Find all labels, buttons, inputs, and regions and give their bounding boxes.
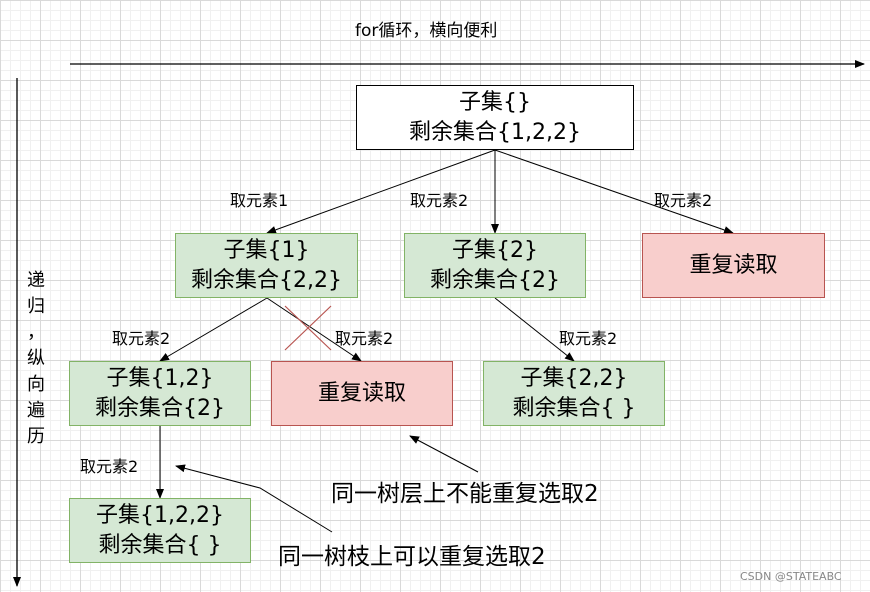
edge-label-root-n2: 取元素2 xyxy=(410,191,469,210)
note-arrow-same-level xyxy=(409,435,479,473)
vertical-axis-label-char: 纵 xyxy=(27,348,45,369)
node-subset-text: 子集{2,2} xyxy=(520,365,628,391)
node-subset-text: 子集{1,2,2} xyxy=(96,502,224,528)
edge-n1-n12 xyxy=(159,297,268,362)
edge-label-n1-dup: 取元素2 xyxy=(335,329,394,348)
horizontal-axis-label: for循环，横向便利 xyxy=(355,21,498,41)
edge-root-n1 xyxy=(266,149,496,234)
node-remaining-text: 剩余集合{2,2} xyxy=(191,267,342,293)
edge-root-dup xyxy=(494,149,734,234)
node-duplicate-read-top: 重复读取 xyxy=(642,233,825,298)
node-subset-1: 子集{1} 剩余集合{2,2} xyxy=(175,233,358,298)
node-subset-1-2: 子集{1,2} 剩余集合{2} xyxy=(69,361,251,426)
note-arrow-same-branch xyxy=(175,464,333,533)
node-remaining-text: 剩余集合{ } xyxy=(98,532,222,558)
node-subset-2: 子集{2} 剩余集合{2} xyxy=(404,233,586,298)
edge-n1-dup xyxy=(266,297,362,362)
edge-label-root-dup: 取元素2 xyxy=(654,191,713,210)
node-subset-text: 子集{} xyxy=(459,89,531,115)
node-duplicate-text: 重复读取 xyxy=(689,252,778,278)
vertical-axis-label: 递 归 ， 纵 向 遍 历 xyxy=(26,268,46,450)
edge-label-n12-n122: 取元素2 xyxy=(80,457,139,476)
node-subset-2-2: 子集{2,2} 剩余集合{ } xyxy=(483,361,665,426)
node-remaining-text: 剩余集合{2} xyxy=(95,395,225,421)
note-same-level: 同一树层上不能重复选取2 xyxy=(331,481,599,507)
node-subset-text: 子集{1} xyxy=(223,237,310,263)
vertical-axis-label-char: 遍 xyxy=(27,400,45,421)
vertical-axis-label-char: 历 xyxy=(27,426,45,447)
edge-label-n2-n22: 取元素2 xyxy=(559,329,618,348)
node-remaining-text: 剩余集合{1,2,2} xyxy=(409,119,581,145)
edge-label-n1-n12: 取元素2 xyxy=(112,329,171,348)
node-duplicate-read-mid: 重复读取 xyxy=(271,361,453,426)
node-remaining-text: 剩余集合{2} xyxy=(430,267,560,293)
root-node: 子集{} 剩余集合{1,2,2} xyxy=(356,85,634,150)
note-same-branch: 同一树枝上可以重复选取2 xyxy=(278,544,546,570)
vertical-axis-label-char: 向 xyxy=(27,374,45,395)
node-subset-text: 子集{2} xyxy=(452,237,538,263)
node-duplicate-text: 重复读取 xyxy=(317,380,406,406)
vertical-axis-label-char: ， xyxy=(27,322,45,343)
node-remaining-text: 剩余集合{ } xyxy=(512,395,636,421)
vertical-axis-label-char: 归 xyxy=(27,296,45,317)
node-subset-1-2-2: 子集{1,2,2} 剩余集合{ } xyxy=(69,498,251,563)
watermark: CSDN @STATEABC xyxy=(740,570,842,583)
edge-label-root-n1: 取元素1 xyxy=(230,191,289,210)
vertical-axis-label-char: 递 xyxy=(27,270,45,291)
edge-n2-n22 xyxy=(494,297,575,362)
cross-mark-line-b xyxy=(284,305,332,351)
node-subset-text: 子集{1,2} xyxy=(106,365,214,391)
